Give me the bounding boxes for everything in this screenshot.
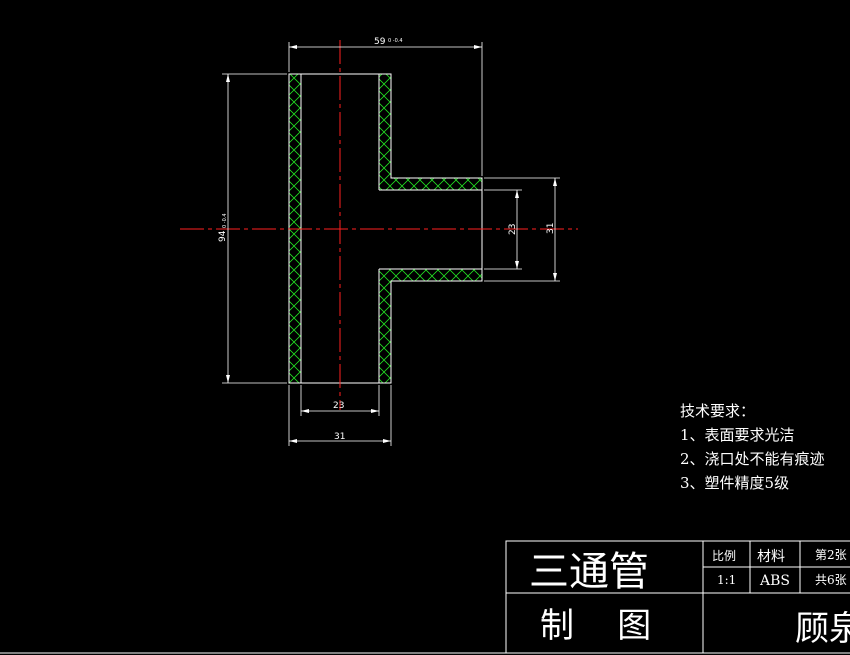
sheet-total: 共6张: [815, 573, 847, 587]
tech-item-3: 3、塑件精度5级: [680, 474, 789, 492]
branch-bottom-wall-hatch: [391, 269, 482, 281]
drawn-by-label: 制 图: [540, 606, 651, 646]
scale-value: 1:1: [717, 573, 736, 587]
dim-bottom-outer-value: 31: [334, 432, 345, 442]
right-lower-wall-hatch: [379, 269, 391, 383]
right-upper-wall-hatch: [379, 74, 391, 190]
arrow-icon: [515, 261, 519, 269]
dim-top-value: 59: [374, 37, 386, 47]
branch-top-wall-hatch: [391, 178, 482, 190]
arrow-icon: [474, 45, 482, 49]
dimension-lines: [222, 42, 560, 446]
tech-heading: 技术要求：: [680, 402, 755, 420]
title-block: 三通管 比例 1:1 材料 ABS 第2张 共6张 制 图 顾泉: [505, 540, 850, 654]
dim-bottom-inner-value: 23: [333, 401, 344, 411]
arrow-icon: [226, 375, 230, 383]
arrow-icon: [289, 439, 297, 443]
dim-right-outer-value: 31: [546, 223, 556, 234]
arrow-icon: [226, 74, 230, 82]
arrow-icon: [553, 273, 557, 281]
dim-left-tolerance: 0 -0.4: [222, 213, 228, 228]
dim-top-tolerance: 0 -0.4: [388, 38, 403, 44]
arrow-icon: [289, 45, 297, 49]
dimension-texts: 59 0 -0.4 94 0 -0.4 23 31 23 31: [218, 37, 556, 442]
tech-item-2: 2、浇口处不能有痕迹: [680, 450, 825, 468]
arrow-icon: [383, 439, 391, 443]
arrow-icon: [515, 190, 519, 198]
technical-requirements: 技术要求： 1、表面要求光洁 2、浇口处不能有痕迹 3、塑件精度5级: [680, 402, 825, 492]
hatched-walls: [289, 74, 482, 383]
arrow-icon: [371, 409, 379, 413]
arrow-icon: [301, 409, 309, 413]
drawer-name: 顾泉: [795, 609, 850, 649]
centerlines: [180, 40, 578, 410]
tech-item-1: 1、表面要求光洁: [680, 426, 795, 444]
scale-label: 比例: [712, 549, 736, 563]
arrow-icon: [553, 178, 557, 186]
dimension-arrows: [226, 45, 557, 443]
dim-left-value: 94: [218, 230, 228, 242]
material-value: ABS: [759, 573, 790, 589]
part-name: 三通管: [529, 549, 649, 595]
dim-right-inner-value: 23: [508, 224, 518, 235]
outer-contour: [288, 73, 483, 384]
sheet-number: 第2张: [815, 548, 847, 562]
material-label: 材料: [757, 549, 785, 565]
